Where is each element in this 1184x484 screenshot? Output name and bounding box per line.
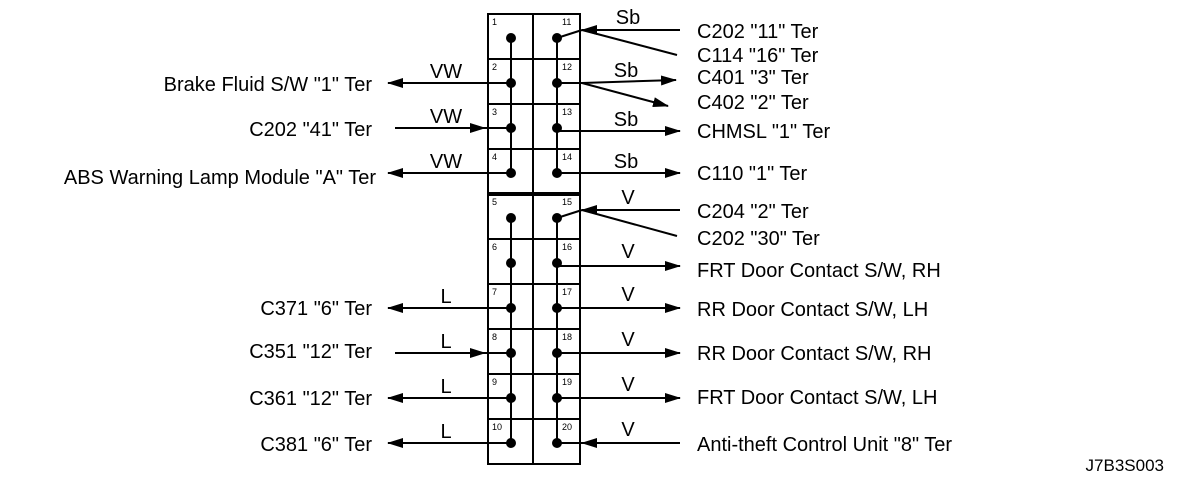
pin-number-11: 11 <box>562 17 571 27</box>
wire-line-pin11-b <box>581 29 678 56</box>
pin-number-6: 6 <box>492 242 497 252</box>
figure-code: J7B3S003 <box>1086 456 1164 475</box>
wire-arrow-pin12-a <box>581 75 677 86</box>
wire-code-pin14: Sb <box>614 151 638 173</box>
wire-code-pin13: Sb <box>614 109 638 131</box>
right-label-pin19: FRT Door Contact S/W, LH <box>697 387 937 409</box>
wire-code-pin11: Sb <box>616 7 640 29</box>
right-label-pin11-a: C202 "11" Ter <box>697 21 819 43</box>
right-label-pin12-b: C402 "2" Ter <box>697 92 809 114</box>
wire-code-pin12: Sb <box>614 60 638 82</box>
pin-number-14: 14 <box>562 152 572 162</box>
pin-number-7: 7 <box>492 287 497 297</box>
pin-number-20: 20 <box>562 422 572 432</box>
pin-number-12: 12 <box>562 62 572 72</box>
wire-code-pin7: L <box>440 286 451 308</box>
right-label-pin20: Anti-theft Control Unit "8" Ter <box>697 434 952 456</box>
pin-number-18: 18 <box>562 332 572 342</box>
wire-code-pin9: L <box>440 376 451 398</box>
left-label-pin8: C351 "12" Ter <box>249 341 372 363</box>
wire-code-pin16: V <box>621 241 635 263</box>
right-label-pin11-b: C114 "16" Ter <box>697 45 819 67</box>
left-label-pin7: C371 "6" Ter <box>260 298 372 320</box>
left-label-pin3: C202 "41" Ter <box>249 119 372 141</box>
wire-code-pin19: V <box>621 374 635 396</box>
pin-numbers: 1 11 2 12 3 13 4 14 5 15 6 16 7 17 8 18 … <box>492 17 572 432</box>
pin-number-15: 15 <box>562 197 572 207</box>
bus-bars <box>510 38 558 442</box>
wire-code-pin10: L <box>440 421 451 443</box>
wire-code-pin3: VW <box>430 106 462 128</box>
right-labels: C202 "11" Ter C114 "16" Ter C401 "3" Ter… <box>697 21 952 456</box>
right-label-pin13: CHMSL "1" Ter <box>697 121 830 143</box>
pin-number-5: 5 <box>492 197 497 207</box>
right-label-pin15-a: C204 "2" Ter <box>697 201 809 223</box>
pin-number-13: 13 <box>562 107 572 117</box>
left-label-pin4: ABS Warning Lamp Module "A" Ter <box>64 167 376 189</box>
wire-code-pin18: V <box>621 329 635 351</box>
pin-number-2: 2 <box>492 62 497 72</box>
left-labels: Brake Fluid S/W "1" Ter C202 "41" Ter AB… <box>64 74 376 456</box>
wire-code-pin4: VW <box>430 151 462 173</box>
left-label-pin2: Brake Fluid S/W "1" Ter <box>164 74 373 96</box>
wire-code-pin17: V <box>621 284 635 306</box>
left-label-pin10: C381 "6" Ter <box>260 434 372 456</box>
wire-code-pin20: V <box>621 419 635 441</box>
right-label-pin15-b: C202 "30" Ter <box>697 228 820 250</box>
wire-code-pin15: V <box>621 187 635 209</box>
right-wires <box>556 25 681 448</box>
right-label-pin12-a: C401 "3" Ter <box>697 67 809 89</box>
pin-number-8: 8 <box>492 332 497 342</box>
pin-number-19: 19 <box>562 377 572 387</box>
pin-number-16: 16 <box>562 242 572 252</box>
right-label-pin14: C110 "1" Ter <box>697 163 808 185</box>
connector-block <box>487 13 581 465</box>
pin-number-17: 17 <box>562 287 572 297</box>
left-wire-codes: VW VW VW L L L L <box>430 61 462 443</box>
left-label-pin9: C361 "12" Ter <box>249 388 372 410</box>
pin-number-1: 1 <box>492 17 497 27</box>
pin-number-3: 3 <box>492 107 497 117</box>
wire-code-pin8: L <box>440 331 451 353</box>
right-wire-codes: Sb Sb Sb Sb V V V V V V <box>614 7 640 441</box>
pin-number-10: 10 <box>492 422 502 432</box>
wire-code-pin2: VW <box>430 61 462 83</box>
pin-number-9: 9 <box>492 377 497 387</box>
left-wires <box>387 78 511 448</box>
wire-line-pin15-b <box>581 209 678 237</box>
right-label-pin16: FRT Door Contact S/W, RH <box>697 260 941 282</box>
right-label-pin18: RR Door Contact S/W, RH <box>697 343 932 365</box>
wire-arrow-pin12-b <box>581 82 669 107</box>
right-label-pin17: RR Door Contact S/W, LH <box>697 299 928 321</box>
pin-number-4: 4 <box>492 152 497 162</box>
